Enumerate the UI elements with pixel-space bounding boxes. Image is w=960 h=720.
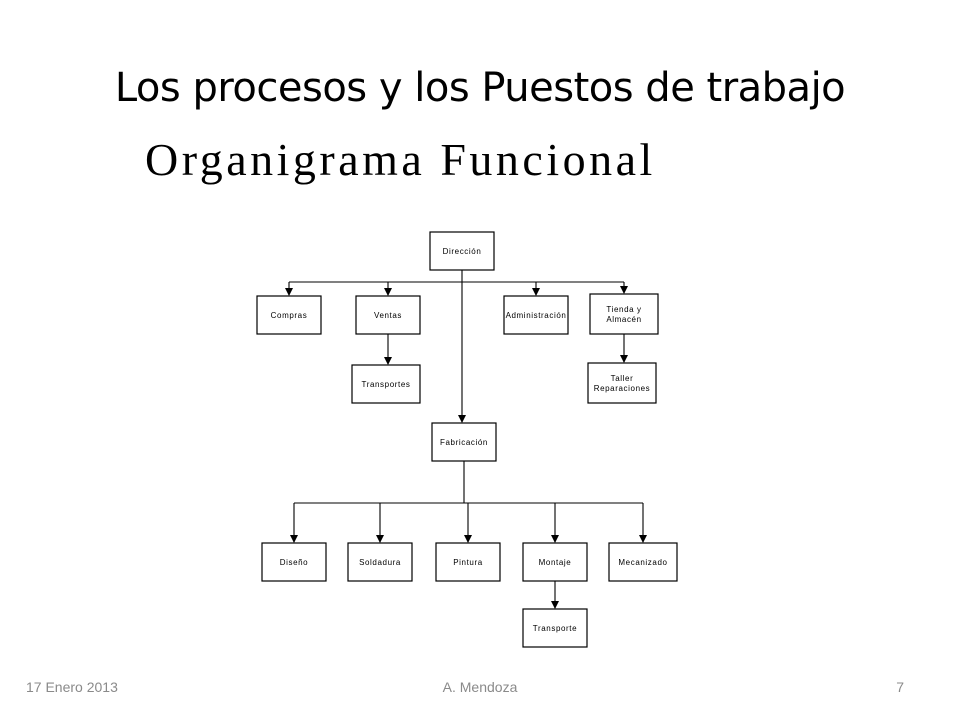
node-administracion: Administración [503, 295, 569, 335]
node-soldadura: Soldadura [347, 542, 413, 582]
footer-page-number: 7 [896, 679, 904, 695]
node-pintura: Pintura [435, 542, 501, 582]
footer-date: 17 Enero 2013 [26, 679, 118, 695]
node-box [587, 362, 657, 404]
node-box [589, 293, 659, 335]
node-box [431, 422, 497, 462]
node-label: Diseño [280, 558, 309, 567]
node-label: Mecanizado [618, 558, 667, 567]
node-mecanizado: Mecanizado [608, 542, 678, 582]
node-diseno: Diseño [261, 542, 327, 582]
node-label: Administración [506, 311, 567, 320]
node-label: Montaje [539, 558, 572, 567]
node-box [503, 295, 569, 335]
node-label: Transporte [533, 624, 577, 633]
slide-title: Los procesos y los Puestos de trabajo [114, 65, 846, 111]
node-label: Tienda y [606, 305, 641, 314]
footer-author: A. Mendoza [442, 679, 518, 695]
node-label: Soldadura [359, 558, 401, 567]
node-label: Pintura [453, 558, 483, 567]
node-label: Ventas [374, 311, 402, 320]
node-label: Almacén [606, 315, 641, 324]
node-box [522, 542, 588, 582]
node-fabricacion: Fabricación [431, 422, 497, 462]
diagram-title: Organigrama Funcional [145, 134, 656, 185]
node-box [351, 364, 421, 404]
node-box [355, 295, 421, 335]
node-box [261, 542, 327, 582]
node-label: Taller [611, 374, 634, 383]
node-direccion: Dirección [429, 231, 495, 271]
node-box [522, 608, 588, 648]
node-box [347, 542, 413, 582]
node-label: Fabricación [440, 438, 488, 447]
node-box [256, 295, 322, 335]
node-label: Dirección [443, 247, 482, 256]
node-label: Reparaciones [594, 384, 651, 393]
node-label: Compras [271, 311, 308, 320]
node-label: Transportes [362, 380, 411, 389]
node-montaje: Montaje [522, 542, 588, 582]
node-compras: Compras [256, 295, 322, 335]
node-box [608, 542, 678, 582]
node-transportes: Transportes [351, 364, 421, 404]
node-ventas: Ventas [355, 295, 421, 335]
node-box [435, 542, 501, 582]
node-transporte: Transporte [522, 608, 588, 648]
edges-layer [285, 270, 647, 609]
node-box [429, 231, 495, 271]
